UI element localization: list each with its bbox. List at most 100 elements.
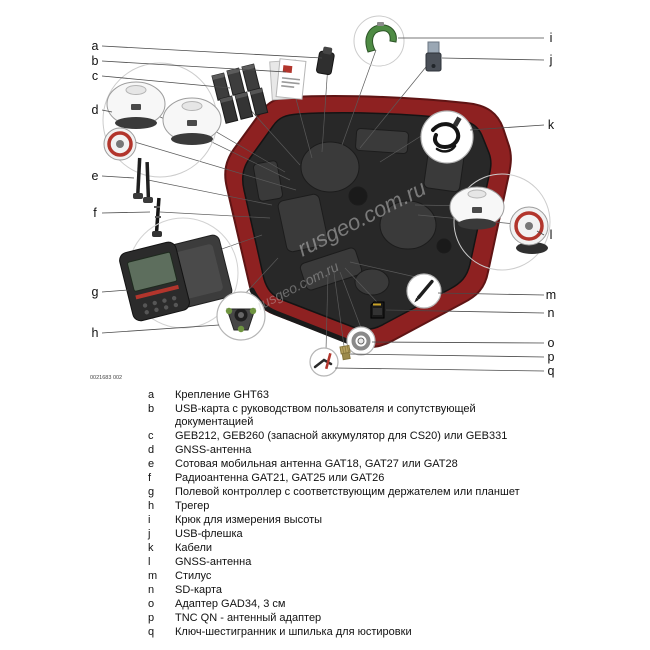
- legend-text: Крюк для измерения высоты: [175, 514, 323, 526]
- zoom-bubble: [309, 347, 339, 377]
- battery: [226, 67, 246, 96]
- cs20-controller: [119, 241, 190, 322]
- callout-line-m: [437, 292, 545, 296]
- link-line: [325, 273, 329, 351]
- link-line: [159, 211, 271, 219]
- dome-cap: [467, 189, 487, 199]
- callout-letter-e: e: [92, 169, 99, 183]
- tribrach-knob: [237, 325, 245, 333]
- gnss-antenna-group-right: [449, 173, 551, 271]
- foam-cutout-round: [379, 200, 437, 250]
- legend-item-d: d GNSS-антенна: [148, 444, 628, 457]
- callout-line-q: [334, 367, 545, 372]
- legend-key: e: [148, 458, 155, 470]
- legend-text: GEB212, GEB260 (запасной аккумулятор для…: [175, 430, 508, 442]
- callout-letter-g: g: [92, 285, 99, 299]
- cable-coil: [435, 144, 457, 153]
- callout-line-n: [385, 309, 545, 314]
- callout-letter-h: h: [92, 326, 99, 340]
- legend-item-e: e Сотовая мобильная антенна GAT18, GAT27…: [148, 458, 628, 471]
- usb-doc-card: [269, 58, 307, 101]
- antenna-red-ring: [107, 131, 133, 157]
- antenna-ring: [154, 206, 160, 208]
- battery: [249, 87, 269, 116]
- legend-text: USB-флешка: [175, 528, 243, 540]
- zoom-bubble: [420, 110, 474, 164]
- legend-key: l: [148, 556, 151, 568]
- usb-body: [425, 52, 442, 72]
- tnc-adapter: [339, 344, 351, 361]
- adjustment-pin: [324, 353, 332, 370]
- callout-line-b: [101, 60, 287, 73]
- antenna-rod: [154, 197, 161, 233]
- callout-line-l: [536, 230, 545, 236]
- legend-item-b: b USB-карта с руководством пользователя …: [148, 403, 628, 429]
- dome-cap: [181, 101, 203, 111]
- gnss-antenna-dome: [162, 97, 222, 145]
- controller-stripe: [135, 284, 180, 300]
- figure-number: 0021683 002: [90, 375, 122, 381]
- legend-key: o: [148, 598, 155, 610]
- foam-hole: [436, 238, 452, 254]
- foam-cutout-rect: [277, 193, 329, 253]
- legend-text: Ключ-шестигранник и шпилька для юстировк…: [175, 626, 412, 638]
- callout-letter-d: d: [92, 103, 99, 117]
- antenna-rod: [145, 161, 151, 199]
- foam-cutout-rect: [253, 160, 283, 202]
- dome-label: [131, 104, 141, 110]
- legend-text: Сотовая мобильная антенна GAT18, GAT27 и…: [175, 458, 458, 470]
- stylus-bubble: [406, 273, 442, 309]
- legend-item-i: i Крюк для измерения высоты: [148, 514, 628, 527]
- callout-letter-k: k: [548, 118, 555, 132]
- callout-line-c: [101, 75, 231, 89]
- cable-connector: [452, 116, 462, 127]
- usb-stick: [425, 41, 442, 72]
- gnss-antenna-dome: [106, 81, 166, 129]
- tribrach-bubble: [216, 291, 266, 341]
- link-line: [344, 267, 378, 303]
- legend-text: Адаптер GAD34, 3 см: [175, 598, 286, 610]
- usb-connector: [427, 41, 440, 54]
- gnss-antenna-underside: [103, 127, 137, 161]
- dome-cap: [125, 85, 147, 95]
- legend-item-q: q Ключ-шестигранник и шпилька для юстиро…: [148, 626, 628, 639]
- link-line: [339, 271, 362, 329]
- doc-logo: [282, 65, 293, 74]
- hook-pin: [377, 22, 384, 26]
- legend-item-n: n SD-карта: [148, 584, 628, 597]
- legend-text: SD-карта: [175, 584, 223, 596]
- link-line: [341, 49, 377, 146]
- callout-letter-o: o: [548, 336, 555, 350]
- legend-key: h: [148, 500, 155, 512]
- cellular-antenna-group: [133, 157, 153, 203]
- link-line: [127, 139, 297, 191]
- case-bottom-edge: [249, 287, 355, 346]
- antenna-hub: [525, 222, 533, 230]
- legend-key: p: [148, 612, 155, 624]
- antenna-base: [133, 193, 143, 199]
- legend-item-p: p TNC QN - антенный адаптер: [148, 612, 628, 625]
- legend-key: m: [148, 570, 158, 582]
- callout-letters: a b c d e f g h i j k l m n o p q: [92, 31, 557, 378]
- legend-key: f: [148, 472, 152, 484]
- callout-letter-q: q: [548, 364, 555, 378]
- legend-key: b: [148, 403, 155, 415]
- legend-key: q: [148, 626, 155, 638]
- link-line: [359, 61, 431, 149]
- link-line: [349, 261, 421, 279]
- link-line: [147, 179, 273, 206]
- legend-text: Полевой контроллер с соответствующим дер…: [175, 486, 520, 498]
- callout-letter-b: b: [92, 54, 99, 68]
- sd-contacts: [373, 303, 381, 306]
- sd-label: [373, 308, 382, 315]
- link-line: [321, 63, 329, 153]
- foam-cutout-round: [354, 268, 390, 296]
- callout-line-o: [371, 341, 545, 344]
- battery: [241, 63, 261, 92]
- tribrach-knob: [249, 307, 257, 315]
- usb-hole: [431, 64, 436, 68]
- foam-cutout-rect: [355, 127, 409, 155]
- antenna-hub: [116, 140, 124, 148]
- legend-key: k: [148, 542, 154, 554]
